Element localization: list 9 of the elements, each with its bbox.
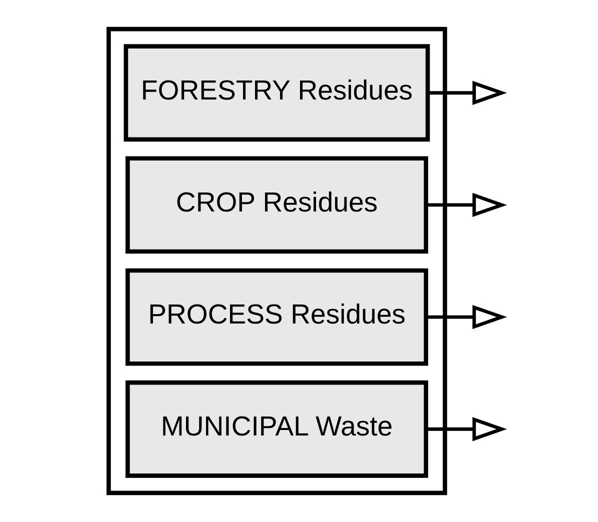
node-box: FORESTRY Residues [124, 44, 430, 142]
arrow [428, 80, 507, 105]
arrow [426, 304, 507, 330]
arrow [426, 417, 507, 442]
node-box: PROCESS Residues [126, 268, 428, 366]
node-box: MUNICIPAL Waste [126, 380, 428, 478]
arrow [426, 192, 507, 218]
cluster [106, 26, 448, 496]
node-box: CROP Residues [126, 156, 428, 254]
